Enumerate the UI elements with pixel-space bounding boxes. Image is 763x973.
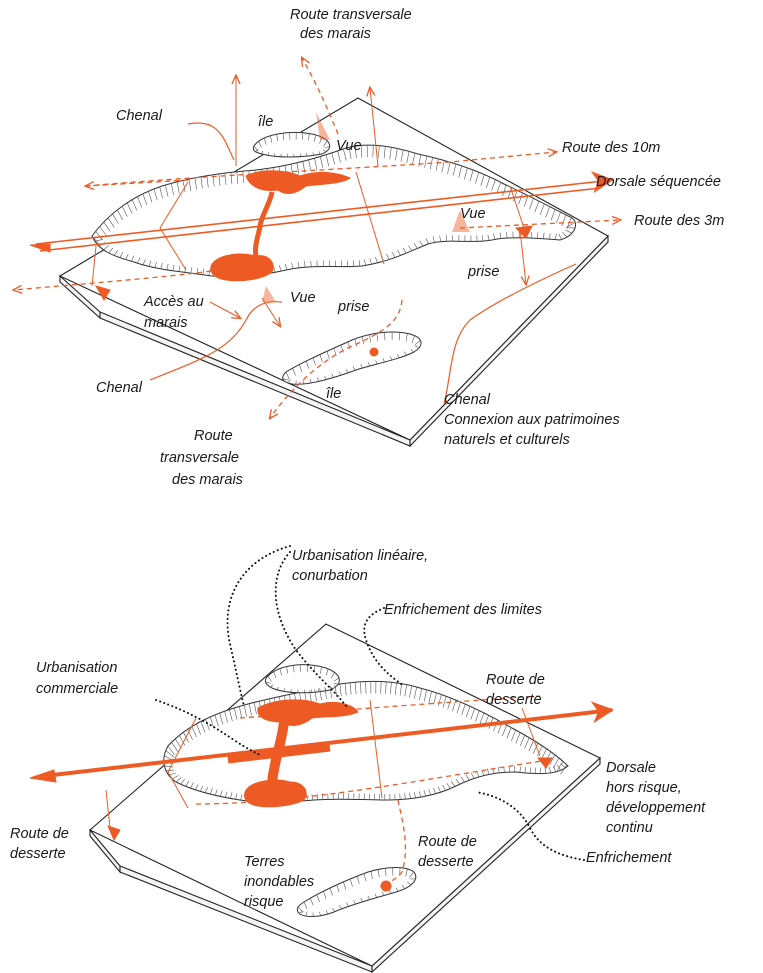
label-vue-center: Vue [336,138,362,154]
label-route-transversale-bottom-1: Route [194,428,233,444]
label-dorsale-hors-risque-3: développement [606,800,706,816]
label-route-desserte-top-2: desserte [486,692,542,708]
label-ile-bottom: île [326,386,341,402]
top-diagram: Route transversale des marais Chenal île… [14,7,724,488]
label-route-desserte-left-1: Route de [10,826,69,842]
label-terres-inondables-1: Terres [244,854,285,870]
label-enfrichement: Enfrichement [586,850,672,866]
label-prise-right: prise [467,264,499,280]
label-route-3m: Route des 3m [634,213,724,229]
label-urbanisation-lineaire-2: conurbation [292,568,368,584]
label-dorsale-sequencee: Dorsale séquencée [596,174,721,190]
label-chenal-right-2: Connexion aux patrimoines [444,412,620,428]
label-route-transversale-bottom-3: des marais [172,472,243,488]
label-dorsale-hors-risque-4: continu [606,820,653,836]
label-vue-right: Vue [460,206,486,222]
label-route-10m: Route des 10m [562,140,660,156]
label-urbanisation-commerciale-1: Urbanisation [36,660,117,676]
label-chenal-left: Chenal [116,108,163,124]
label-dorsale-hors-risque-1: Dorsale [606,760,656,776]
chenal-curve-left [188,123,234,160]
label-terres-inondables-3: risque [244,894,284,910]
node-island [370,348,378,356]
label-route-transversale-bottom-2: transversale [160,450,239,466]
label-terres-inondables-2: inondables [244,874,314,890]
label-route-transversale-top-2: des marais [300,26,371,42]
label-dorsale-hors-risque-2: hors risque, [606,780,682,796]
bottom-diagram: Urbanisation linéaire, conurbation Enfri… [10,546,706,972]
label-acces-marais-1: Accès au [143,294,204,310]
settlement-lower [211,254,273,281]
label-prise-center: prise [337,299,369,315]
label-chenal-right-3: naturels et culturels [444,432,570,448]
label-route-desserte-center-1: Route de [418,834,477,850]
label-acces-marais-2: marais [144,315,188,331]
label-chenal-right-1: Chenal [444,392,491,408]
label-chenal-bottom: Chenal [96,380,143,396]
dorsale-bottom-arrow-left [30,770,56,782]
label-route-transversale-top-1: Route transversale [290,7,412,23]
label-enfrichement-limites: Enfrichement des limites [384,602,542,618]
top-island-upper [253,133,329,158]
label-vue-bottom: Vue [290,290,316,306]
label-urbanisation-lineaire-1: Urbanisation linéaire, [292,548,428,564]
label-route-desserte-left-2: desserte [10,846,66,862]
label-route-desserte-top-1: Route de [486,672,545,688]
bottom-node-island [381,881,391,891]
label-urbanisation-commerciale-2: commerciale [36,681,118,697]
label-ile-top: île [258,114,273,130]
label-route-desserte-center-2: desserte [418,854,474,870]
